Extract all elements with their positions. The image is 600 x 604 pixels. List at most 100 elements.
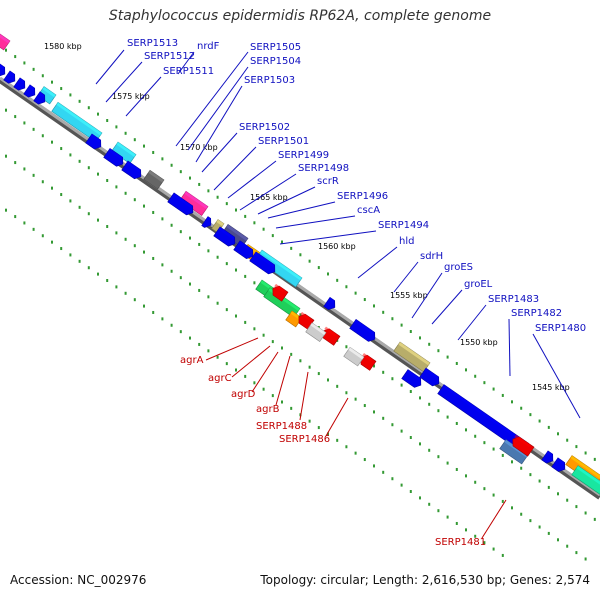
ruler-dot xyxy=(189,282,191,286)
forward-gene xyxy=(233,240,254,260)
ruler-dot xyxy=(538,479,541,483)
ruler-dot xyxy=(409,490,412,494)
forward-gene xyxy=(85,133,102,150)
gene-highlight xyxy=(172,192,193,209)
ruler-dot xyxy=(547,425,550,429)
ruler-dot xyxy=(14,161,17,165)
ruler-dot xyxy=(69,153,72,157)
scale-label: 1570 kbp xyxy=(180,143,218,152)
ruler-dot xyxy=(133,198,136,202)
ruler-dot xyxy=(363,298,366,302)
label-leader xyxy=(325,397,349,437)
ruler-dot xyxy=(161,263,164,267)
ruler-dot xyxy=(317,372,320,376)
gene-highlight xyxy=(362,352,373,362)
ruler-dot xyxy=(327,272,329,276)
scale-label: 1545 kbp xyxy=(532,383,570,392)
gene-highlight xyxy=(348,347,364,360)
ruler-dot xyxy=(41,134,44,138)
ruler-dot xyxy=(216,355,219,359)
ruler-dot xyxy=(483,541,486,545)
gene-feature xyxy=(499,439,529,465)
gene-highlight xyxy=(310,322,326,336)
ruler-dot xyxy=(354,291,357,295)
scale-label: 1565 kbp xyxy=(250,193,288,202)
ruler-dot xyxy=(207,249,210,253)
ruler-dot xyxy=(520,466,523,470)
scale-label: 1575 kbp xyxy=(112,92,150,101)
ruler-dot xyxy=(391,477,394,481)
gene-label: SERP1481 xyxy=(435,537,486,548)
ruler-dot xyxy=(428,448,431,452)
gene-arrow xyxy=(512,436,535,457)
gene-box xyxy=(393,341,431,373)
gene-label: SERP1513 xyxy=(127,38,178,49)
gene-feature xyxy=(143,169,165,190)
ruler-dot xyxy=(308,365,311,369)
ruler-dot xyxy=(244,320,247,324)
ruler-dot xyxy=(400,323,403,327)
ruler-dot xyxy=(262,387,265,391)
gene-label: agrA xyxy=(180,355,204,366)
ruler-dot xyxy=(345,345,348,349)
gene-label: agrB xyxy=(256,404,280,415)
ruler-dot xyxy=(87,166,90,170)
forward-gene xyxy=(213,226,236,247)
ruler-dot xyxy=(133,244,136,248)
ruler-dot xyxy=(474,434,477,438)
gene-highlight xyxy=(116,142,137,157)
gene-highlight xyxy=(424,368,439,380)
ruler-dot xyxy=(281,346,283,350)
ruler-dot xyxy=(133,298,136,302)
ruler-dot xyxy=(5,48,7,52)
ruler-dot xyxy=(511,506,513,510)
ruler-dot xyxy=(538,419,541,423)
ruler-dot xyxy=(400,383,403,387)
ruler-dot xyxy=(437,409,440,413)
gene-box xyxy=(571,465,600,497)
ruler-dot xyxy=(455,467,458,471)
ruler-dot xyxy=(391,377,394,381)
ruler-dot xyxy=(547,531,550,535)
ruler-dot xyxy=(253,381,256,385)
gene-label: cscA xyxy=(357,205,380,216)
ruler-dot xyxy=(170,323,173,327)
ruler-dot xyxy=(225,262,228,266)
forward-gene xyxy=(103,148,124,167)
gene-highlight xyxy=(90,133,101,143)
ruler-dot xyxy=(23,121,26,125)
ruler-dot xyxy=(529,413,532,417)
gene-highlight xyxy=(260,250,303,281)
label-leader xyxy=(177,51,195,75)
ruler-dot xyxy=(244,374,247,378)
ruler-dot xyxy=(207,295,210,299)
label-leader xyxy=(257,186,316,215)
ruler-dot xyxy=(244,214,247,218)
ruler-dot xyxy=(115,231,118,235)
ruler-dot xyxy=(557,492,559,496)
ruler-dot xyxy=(354,397,357,401)
ruler-dot xyxy=(253,221,256,225)
gene-arrow xyxy=(419,367,440,387)
gene-highlight xyxy=(148,170,164,183)
forward-gene xyxy=(401,369,422,388)
ruler-dot xyxy=(446,415,449,419)
gene-highlight xyxy=(0,27,11,44)
gene-label: SERP1501 xyxy=(258,136,309,147)
ruler-dot xyxy=(189,176,191,180)
ruler-dot xyxy=(23,61,26,65)
ruler-dot xyxy=(5,208,7,212)
ruler-dot xyxy=(161,217,164,221)
ruler-dot xyxy=(474,534,477,538)
gene-label: scrR xyxy=(317,176,339,187)
label-leaders xyxy=(95,49,581,539)
ruler-dot xyxy=(253,281,256,285)
accession-text: Accession: NC_002976 xyxy=(10,573,147,587)
label-leader xyxy=(195,85,243,163)
ruler-dot xyxy=(446,461,449,465)
gene-label: SERP1496 xyxy=(337,191,388,202)
gene-label: SERP1480 xyxy=(535,323,586,334)
ruler-dot xyxy=(327,378,329,382)
